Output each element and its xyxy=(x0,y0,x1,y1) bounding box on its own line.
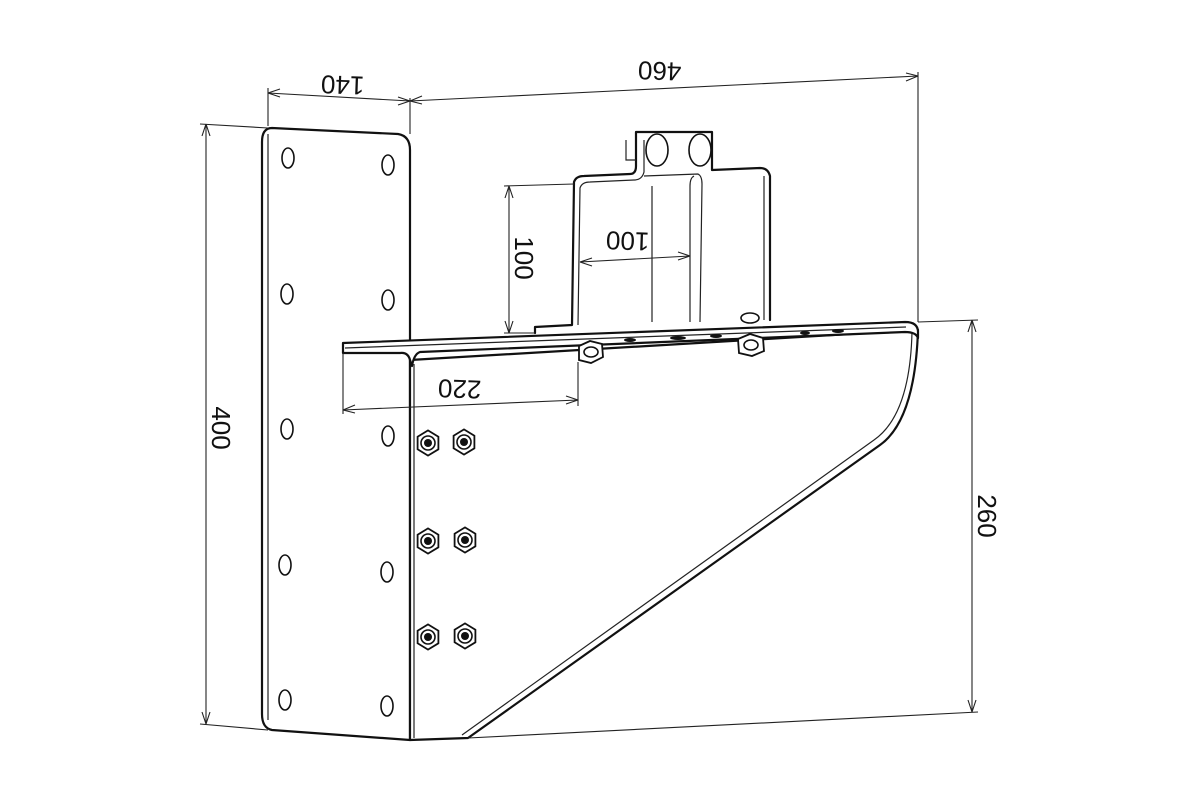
dimension-labels: 140 460 400 260 100 100 220 xyxy=(206,55,1002,537)
hex-nut-bolt xyxy=(424,439,432,447)
plate-hole xyxy=(280,283,294,305)
hex-nut-bolt xyxy=(424,633,432,641)
clamp-hole xyxy=(645,133,669,167)
flange-slot xyxy=(800,331,810,335)
hex-nut-bolt xyxy=(461,632,469,640)
dim-label-260: 260 xyxy=(972,494,1002,537)
hex-nut-bolt xyxy=(424,537,432,545)
plate-hole xyxy=(278,554,292,576)
hex-nut-bolt xyxy=(460,438,468,446)
dim-label-clamp-width: 100 xyxy=(605,225,649,256)
plate-hole xyxy=(281,147,295,169)
flange-slot xyxy=(624,338,636,342)
dim-label-460: 460 xyxy=(637,55,681,86)
plate-hole xyxy=(380,695,394,717)
flange-nuts xyxy=(578,312,765,364)
flange-edge xyxy=(344,326,907,349)
bolt-head xyxy=(740,312,760,324)
plate-hole xyxy=(278,689,292,711)
dimension-lines xyxy=(199,72,979,739)
flange-slot xyxy=(670,336,686,340)
plate-hole xyxy=(380,561,394,583)
flange-slots xyxy=(624,329,844,342)
clamp-hole xyxy=(688,133,712,167)
dim-label-clamp-height: 100 xyxy=(509,236,539,279)
flange-slot xyxy=(832,329,844,333)
arm-nuts xyxy=(416,428,477,651)
arm-edge xyxy=(461,331,913,736)
top-flange xyxy=(341,320,920,368)
dim-label-140: 140 xyxy=(320,69,364,100)
plate-hole xyxy=(381,289,395,311)
hex-nut-bolt xyxy=(583,346,599,358)
hex-nut-bolt xyxy=(461,536,469,544)
side-arm xyxy=(408,328,920,742)
plate-hole xyxy=(381,425,395,447)
plate-hole xyxy=(280,418,294,440)
clamp xyxy=(533,130,772,335)
plate-hole xyxy=(381,154,395,176)
dim-label-220: 220 xyxy=(437,373,481,404)
mounting-plate xyxy=(260,126,412,742)
flange-slot xyxy=(710,334,722,338)
dim-label-400: 400 xyxy=(206,406,236,449)
hex-nut-bolt xyxy=(743,339,759,351)
plate-holes xyxy=(278,147,395,717)
